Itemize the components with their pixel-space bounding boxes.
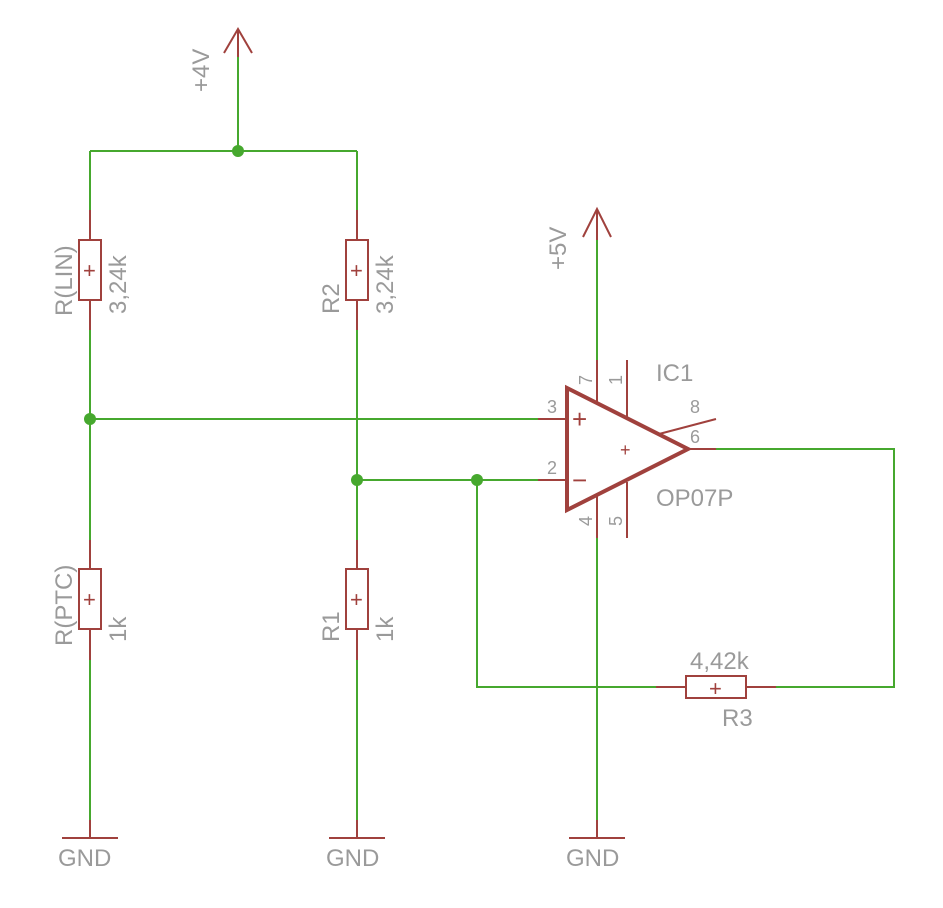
resistor-r-ptc: + R(PTC) 1k <box>51 540 132 660</box>
resistor-body <box>345 568 369 630</box>
gnd-left-label: GND <box>58 845 111 872</box>
opamp-pin-leads <box>538 360 717 538</box>
resistor-r-lin: + R(LIN) 3,24k <box>51 210 132 330</box>
supply-4v-label: +4V <box>188 49 215 92</box>
supply-5v-symbol: +5V <box>545 206 612 270</box>
resistor-body <box>78 568 102 630</box>
pin-8-label: 8 <box>690 397 700 417</box>
junction-top <box>232 145 244 157</box>
opamp-center-mark: + <box>620 440 631 460</box>
opamp-name: IC1 <box>656 360 693 387</box>
opamp-triangle <box>565 384 693 514</box>
opamp-ic1: + − + 3 2 6 8 7 1 4 5 IC1 OP07P <box>538 360 733 538</box>
pin-3-label: 3 <box>547 397 557 417</box>
junction-mid <box>351 474 363 486</box>
resistor-mark: + <box>350 587 363 612</box>
resistor-mark: + <box>350 258 363 283</box>
pin-7-label: 7 <box>576 375 596 385</box>
resistor-body <box>685 675 747 699</box>
r2-value: 3,24k <box>372 254 399 314</box>
junctions <box>84 145 483 486</box>
pin-2-label: 2 <box>547 458 557 478</box>
opamp-value: OP07P <box>656 485 733 512</box>
r-ptc-value: 1k <box>105 616 132 642</box>
supply-5v-label: +5V <box>545 227 572 270</box>
ground-icon <box>62 820 118 839</box>
r-ptc-name: R(PTC) <box>51 565 78 646</box>
arrow-up-icon <box>223 27 253 57</box>
pin-5-label: 5 <box>606 516 626 526</box>
r3-name: R3 <box>722 705 753 732</box>
wire-feedback-right <box>688 448 895 688</box>
junction-feedback <box>471 474 483 486</box>
resistor-mark: + <box>83 587 96 612</box>
r-lin-name: R(LIN) <box>51 245 78 316</box>
resistor-r1: + R1 1k <box>318 540 399 660</box>
opamp-minus-sign: − <box>572 465 587 495</box>
ground-symbol-left: GND <box>58 820 118 872</box>
pin-6-label: 6 <box>690 427 700 447</box>
ground-symbol-right: GND <box>566 820 625 872</box>
resistor-r3: + 4,42k R3 <box>656 648 776 732</box>
r2-name: R2 <box>318 283 345 314</box>
junction-left <box>84 413 96 425</box>
r1-value: 1k <box>372 616 399 642</box>
pin-1-label: 1 <box>606 375 626 385</box>
arrow-up-icon <box>582 206 612 240</box>
resistor-mark: + <box>83 258 96 283</box>
gnd-mid-label: GND <box>326 845 379 872</box>
ground-icon <box>329 820 385 839</box>
wires <box>89 57 895 838</box>
r-lin-value: 3,24k <box>105 254 132 314</box>
opamp-plus-sign: + <box>572 404 587 434</box>
pin-4-label: 4 <box>576 516 596 526</box>
resistor-r2: + R2 3,24k <box>318 210 399 330</box>
supply-4v-symbol: +4V <box>188 27 253 92</box>
ground-symbol-mid: GND <box>326 820 385 872</box>
resistor-body <box>345 239 369 301</box>
r1-name: R1 <box>318 611 345 642</box>
gnd-right-label: GND <box>566 845 619 872</box>
resistor-mark: + <box>709 676 722 701</box>
r3-value: 4,42k <box>690 648 750 675</box>
resistor-body <box>78 239 102 301</box>
ground-icon <box>569 820 625 839</box>
